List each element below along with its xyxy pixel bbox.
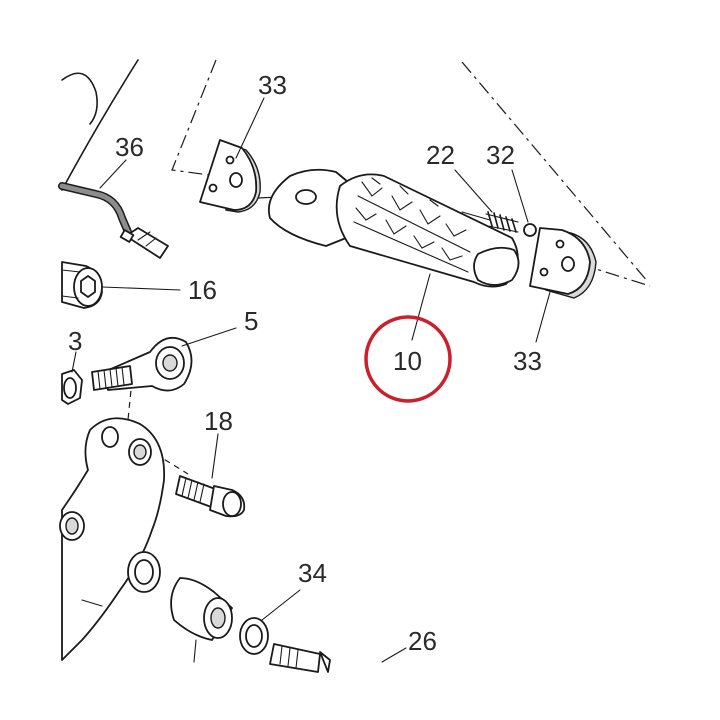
bushing-washer — [127, 551, 161, 593]
callout-33-upper: 33 — [258, 70, 287, 100]
threaded-rod — [91, 365, 133, 391]
leader-32 — [511, 169, 529, 223]
axis-line-right — [461, 61, 649, 283]
leader-16 — [101, 286, 181, 291]
leader-26 — [381, 647, 407, 663]
leader-18 — [211, 433, 219, 479]
leader-33-upper — [235, 97, 265, 159]
wire-connector — [119, 227, 169, 259]
leader-10 — [411, 273, 431, 341]
callout-34: 34 — [298, 558, 327, 588]
callout-16: 16 — [188, 275, 217, 305]
detent-ball-32 — [523, 223, 537, 237]
callout-18: 18 — [204, 406, 233, 436]
callout-33-lower: 33 — [513, 346, 542, 376]
mounting-plate-right — [529, 227, 597, 299]
callout-32: 32 — [486, 140, 515, 170]
axis-line-left-plate — [171, 59, 233, 179]
leader-33-lower — [535, 291, 551, 343]
callout-26: 26 — [408, 626, 437, 656]
callout-36: 36 — [115, 132, 144, 162]
callout-22: 22 — [426, 140, 455, 170]
lock-nut-3 — [61, 369, 83, 405]
leader-bushing — [193, 639, 197, 663]
bushing — [170, 577, 233, 641]
frame-edge-top — [61, 72, 98, 125]
socket-bolt-16 — [61, 261, 103, 309]
shift-lever-bracket — [59, 417, 165, 661]
callout-10: 10 — [393, 346, 422, 376]
leader-36 — [99, 159, 127, 189]
washer-34 — [239, 617, 269, 655]
callout-3: 3 — [68, 326, 82, 356]
footpeg-10 — [268, 168, 520, 288]
highlight-circle — [364, 315, 452, 403]
leader-5 — [181, 327, 237, 347]
leader-34 — [261, 589, 301, 621]
bolt-26 — [269, 643, 331, 673]
callout-5: 5 — [244, 306, 258, 336]
wire-harness-fill — [59, 183, 131, 235]
axis-line-bolt-18 — [145, 447, 189, 475]
leader-3 — [71, 351, 77, 373]
leader-22 — [454, 169, 493, 213]
mounting-plate-left — [199, 139, 261, 213]
frame-edge-diagonal — [61, 59, 139, 191]
bolt-18 — [175, 475, 246, 518]
detent-spring-22 — [461, 211, 519, 233]
